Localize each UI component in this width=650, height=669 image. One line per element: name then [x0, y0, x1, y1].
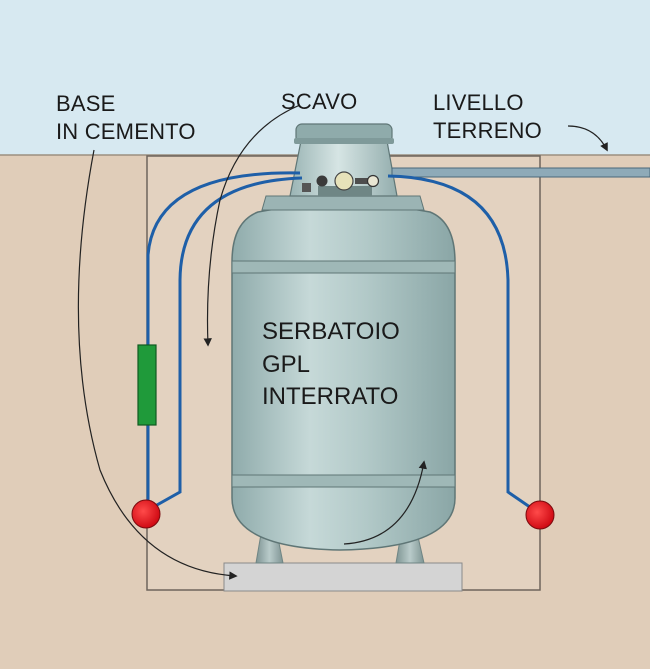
dome-cap-lip: [294, 138, 394, 144]
arrow-livello: [567, 125, 608, 152]
anode-right: [525, 500, 555, 530]
label-livello-line2: TERRENO: [433, 118, 542, 143]
label-livello-line1: LIVELLO: [433, 90, 524, 115]
label-scavo: SCAVO: [281, 89, 358, 114]
label-base-line1: BASE: [56, 91, 116, 116]
pressure-gauge: [334, 171, 354, 191]
label-tank-line3: INTERRATO: [262, 383, 399, 410]
valve-knob: [316, 175, 328, 187]
tank-band-bottom: [231, 474, 456, 488]
concrete-base: [223, 562, 463, 592]
supply-line: [391, 167, 650, 178]
label-tank-line2: GPL: [262, 351, 311, 378]
cable-left-outer: [146, 171, 301, 345]
label-tank-line1: SERBATOIO: [262, 318, 400, 345]
valve-base: [318, 186, 372, 196]
cable-right: [387, 174, 541, 516]
valve-stem: [355, 178, 369, 184]
label-base-line2: IN CEMENTO: [56, 119, 196, 144]
tank-band-top: [231, 260, 456, 274]
arrow-scavo: [203, 104, 301, 347]
arrow-base: [77, 149, 238, 580]
anode-left: [131, 499, 161, 529]
valve-small-fitting: [302, 183, 311, 192]
cable-left-inner: [147, 176, 303, 512]
arrow-tank: [343, 460, 427, 545]
valve-outlet: [366, 174, 380, 188]
tank-top-flange: [261, 195, 425, 211]
test-point-box: [137, 344, 157, 426]
